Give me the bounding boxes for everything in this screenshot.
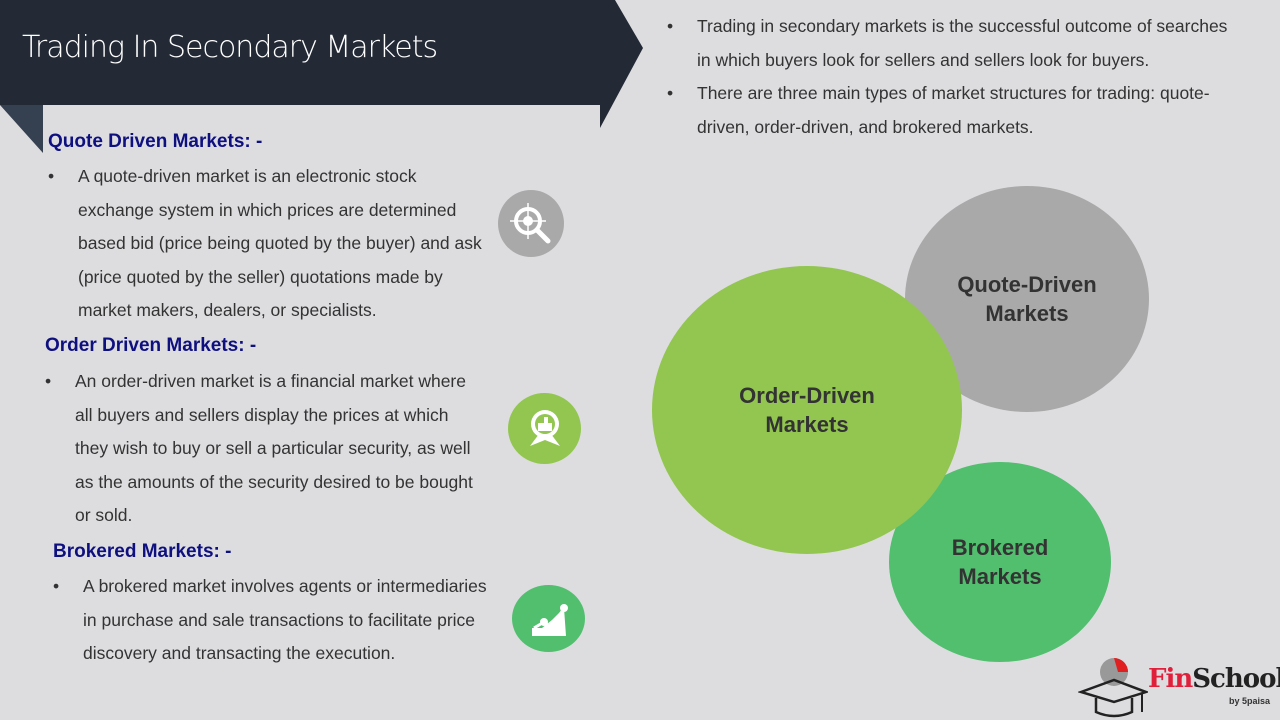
bubble-label: Quote-Driven Markets	[957, 272, 1097, 326]
intro-item: •Trading in secondary markets is the suc…	[667, 16, 1228, 70]
bubble-quote-driven: Quote-Driven Markets	[905, 186, 1149, 412]
graduation-cap-icon	[1078, 658, 1148, 718]
title-banner	[0, 0, 643, 153]
section-body: An order-driven market is a financial ma…	[75, 371, 473, 525]
intro-text: There are three main types of market str…	[697, 83, 1210, 137]
growth-chart-icon	[512, 585, 585, 652]
section-body: A brokered market involves agents or int…	[83, 576, 487, 663]
bubble-brokered: Brokered Markets	[889, 462, 1111, 662]
section-body: A quote-driven market is an electronic s…	[78, 166, 482, 320]
intro-list: •Trading in secondary markets is the suc…	[667, 10, 1237, 144]
bubble-order-driven: Order-Driven Markets	[652, 266, 962, 554]
logo-tagline: by 5paisa	[1228, 696, 1270, 706]
intro-item: •There are three main types of market st…	[667, 83, 1210, 137]
intro-text: Trading in secondary markets is the succ…	[697, 16, 1228, 70]
section-heading-brokered: Brokered Markets: -	[53, 541, 232, 562]
bubble-label: Order-Driven Markets	[739, 383, 875, 437]
logo-school: School	[1192, 664, 1280, 694]
thumbs-up-badge-icon	[508, 393, 581, 464]
page-title: Trading In Secondary Markets	[22, 30, 438, 65]
section-text-quote: •A quote-driven market is an electronic …	[48, 166, 482, 320]
section-text-order: •An order-driven market is a financial m…	[45, 371, 473, 525]
finschool-logo: FinSchool by 5paisa	[1078, 654, 1280, 720]
bubble-label: Brokered Markets	[951, 535, 1049, 589]
section-heading-quote: Quote Driven Markets: -	[48, 131, 263, 152]
logo-fin: Fin	[1148, 664, 1193, 694]
section-text-brokered: •A brokered market involves agents or in…	[53, 576, 487, 663]
search-target-icon	[498, 190, 564, 257]
section-heading-order: Order Driven Markets: -	[45, 335, 257, 356]
